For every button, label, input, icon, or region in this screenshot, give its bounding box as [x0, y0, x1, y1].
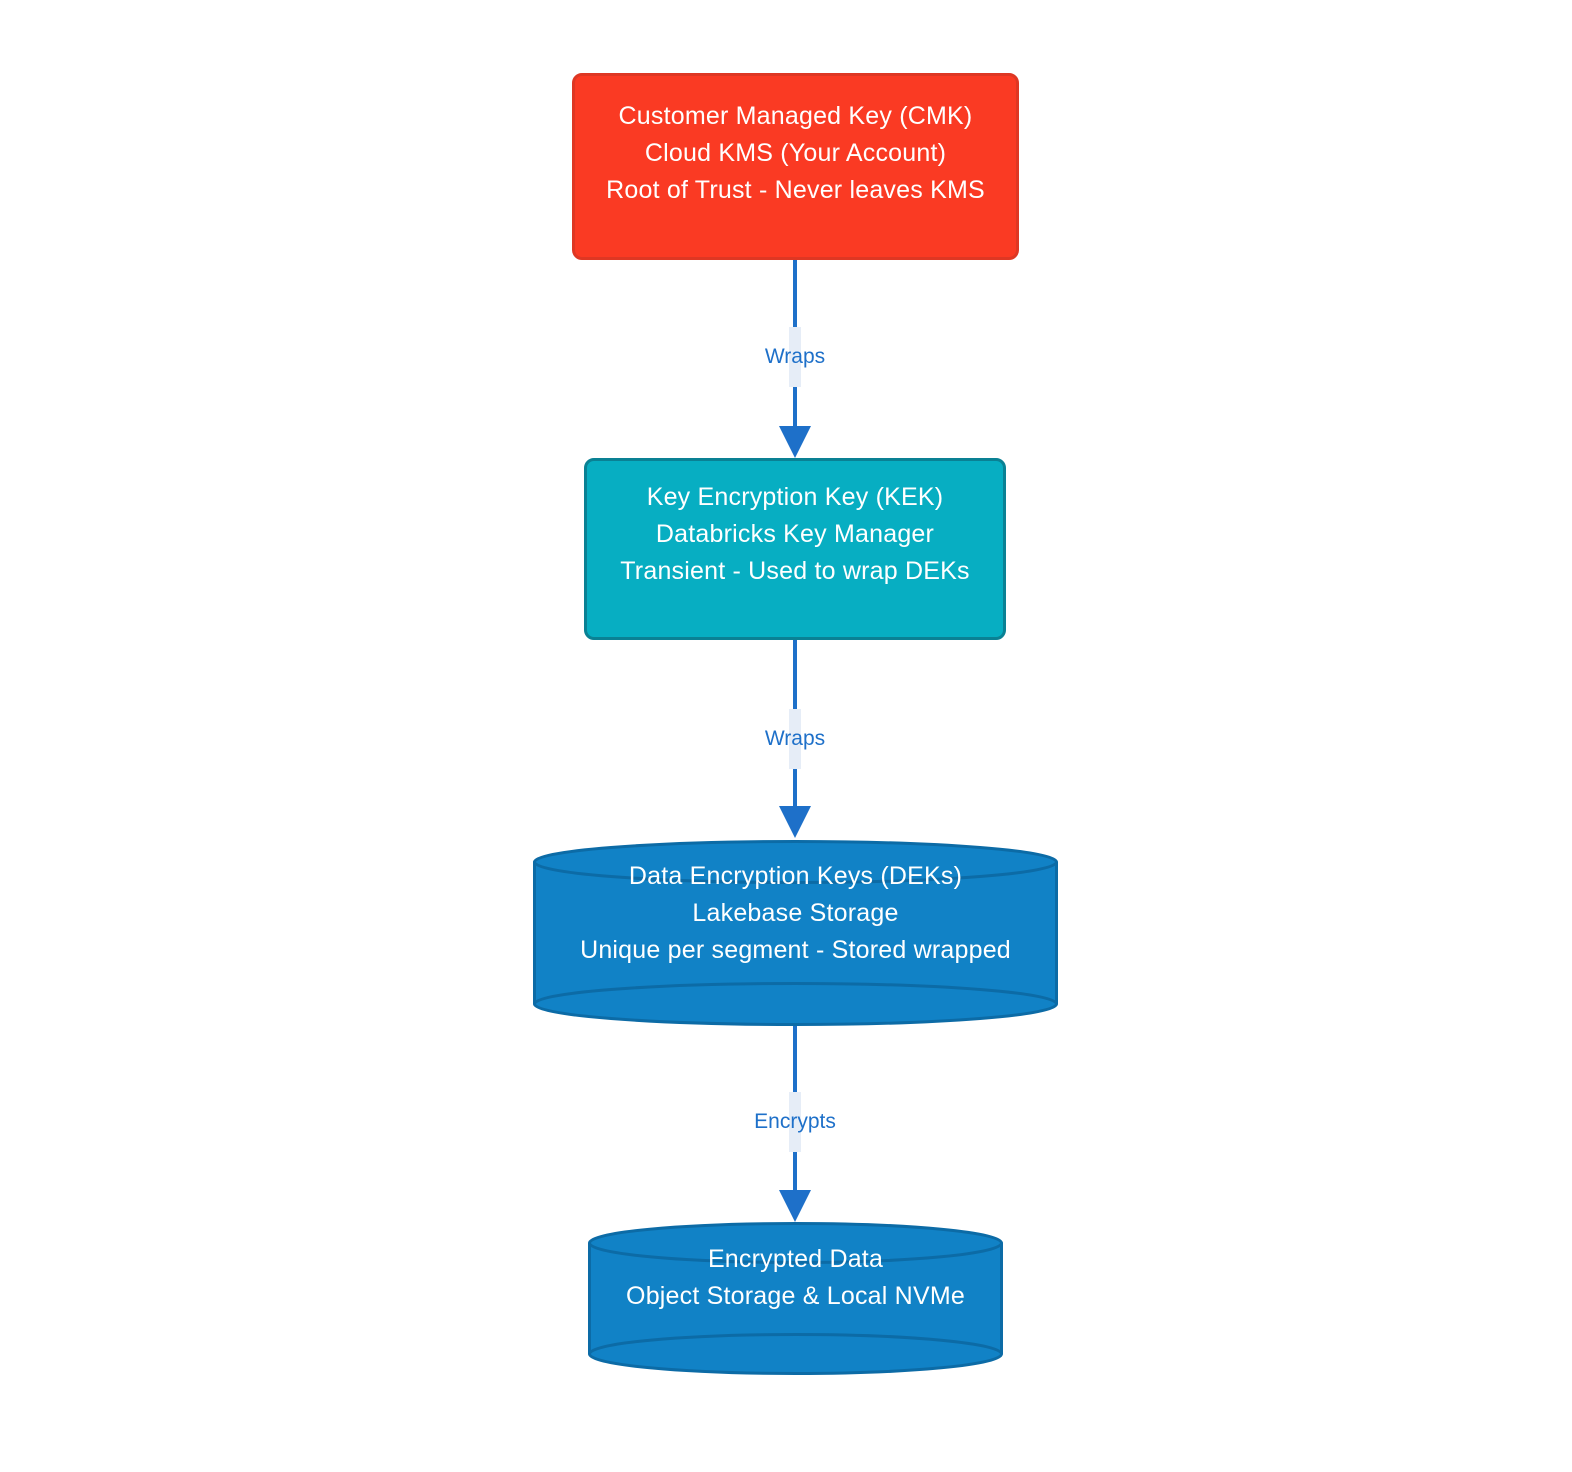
arrowhead-icon: [779, 426, 811, 458]
node-line: Encrypted Data: [707, 1245, 884, 1273]
node-line: Databricks Key Manager: [655, 520, 935, 548]
edge-deks-to-encrypted-data: Encrypts: [735, 1026, 855, 1222]
edge-cmk-to-kek: Wraps: [735, 260, 855, 458]
arrowhead-icon: [779, 1190, 811, 1222]
edge-label: Encrypts: [754, 1110, 836, 1133]
node-line: Root of Trust - Never leaves KMS: [606, 176, 985, 204]
node-line: Cloud KMS (Your Account): [644, 139, 947, 167]
edge-label-background: [789, 1092, 801, 1152]
cylinder-shape: [588, 1222, 1003, 1375]
edge-label-background: [789, 327, 801, 387]
cylinder-shape: [533, 840, 1058, 1026]
edge-kek-to-deks: Wraps: [735, 640, 855, 838]
node-encrypted-data: Encrypted Data Object Storage & Local NV…: [588, 1222, 1003, 1375]
edge-label-background: [789, 709, 801, 769]
node-label: Encrypted Data Object Storage & Local NV…: [588, 1222, 1003, 1315]
node-line: Transient - Used to wrap DEKs: [620, 557, 970, 585]
node-line: Lakebase Storage: [692, 899, 899, 927]
node-line: Object Storage & Local NVMe: [626, 1282, 965, 1310]
node-line: Customer Managed Key (CMK): [618, 102, 973, 130]
node-line: Data Encryption Keys (DEKs): [628, 862, 963, 890]
node-data-encryption-keys: Data Encryption Keys (DEKs) Lakebase Sto…: [533, 840, 1058, 1026]
node-customer-managed-key: Customer Managed Key (CMK) Cloud KMS (Yo…: [572, 73, 1019, 260]
edge-label: Wraps: [764, 345, 826, 368]
node-line: Key Encryption Key (KEK): [646, 483, 944, 511]
node-key-encryption-key: Key Encryption Key (KEK) Databricks Key …: [584, 458, 1006, 640]
edge-label: Wraps: [764, 727, 826, 750]
node-label: Key Encryption Key (KEK) Databricks Key …: [587, 461, 1003, 590]
node-label: Customer Managed Key (CMK) Cloud KMS (Yo…: [575, 76, 1016, 209]
node-label: Data Encryption Keys (DEKs) Lakebase Sto…: [533, 840, 1058, 969]
node-line: Unique per segment - Stored wrapped: [580, 936, 1011, 964]
arrowhead-icon: [779, 806, 811, 838]
